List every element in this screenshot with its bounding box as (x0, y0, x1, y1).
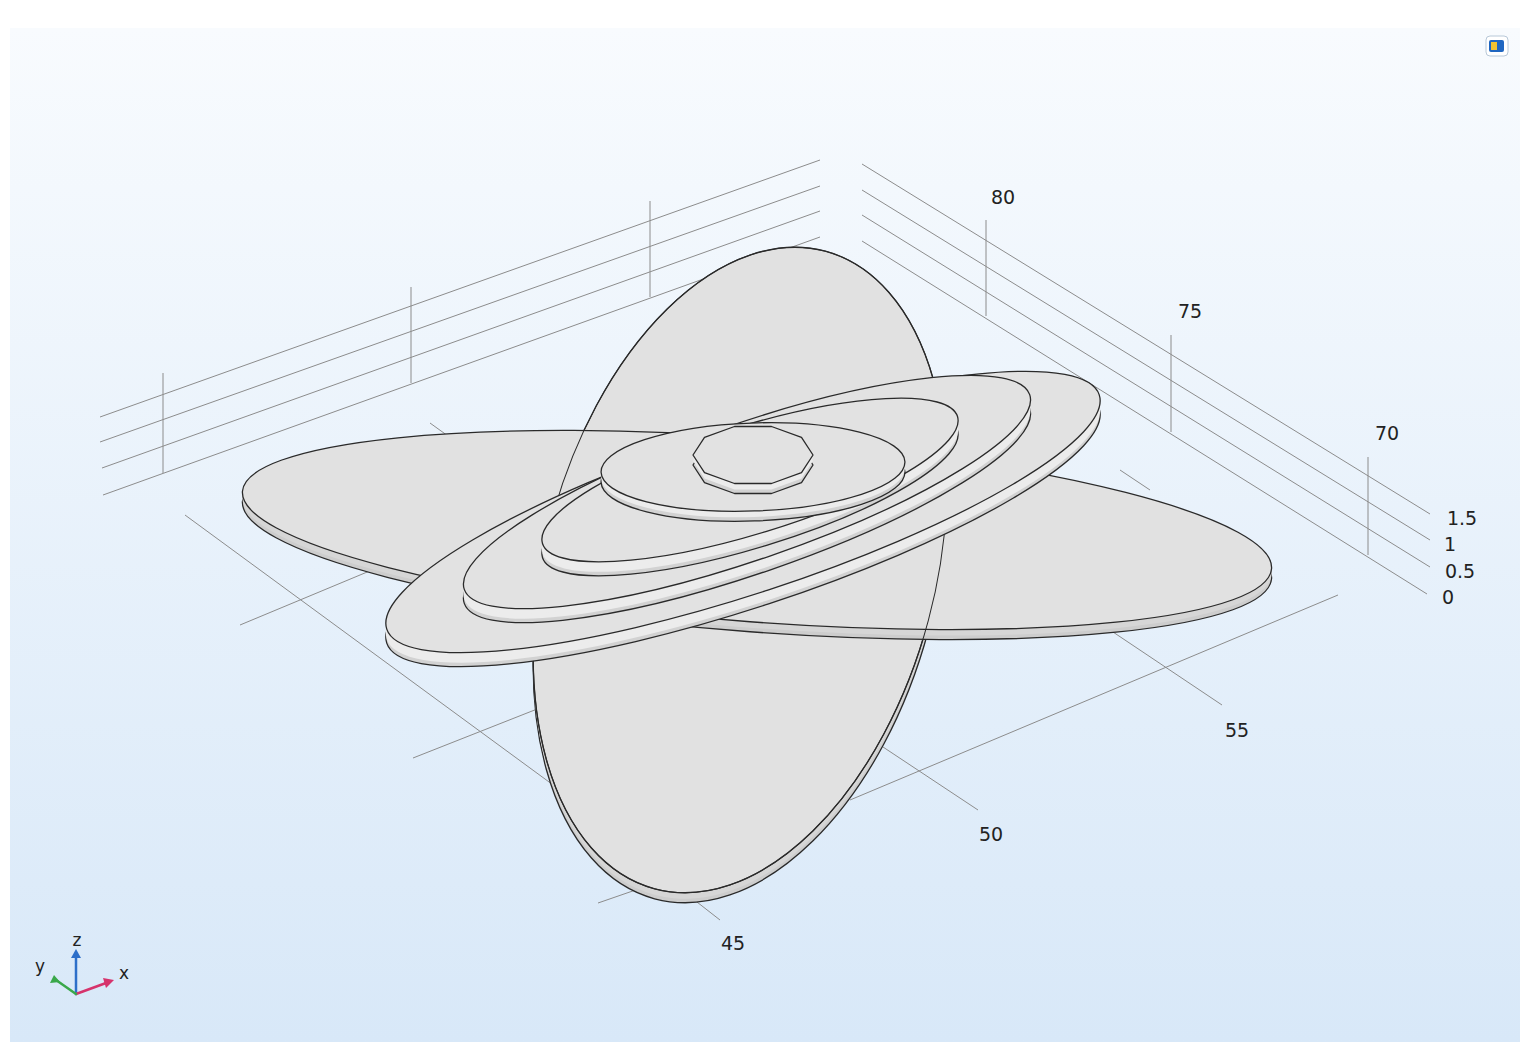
x-axis-head (103, 978, 114, 988)
grid-line (163, 373, 164, 473)
axis-tick-label: 1.5 (1447, 509, 1477, 528)
axis-tick-label: 0.5 (1445, 562, 1475, 581)
layer-top (361, 317, 1125, 707)
layer-side (361, 327, 1125, 717)
axis-tick-label: 45 (721, 934, 745, 953)
decagon-top (693, 427, 813, 484)
axis-tick-label: 75 (1178, 302, 1202, 321)
layer-side (361, 331, 1125, 721)
x-axis-arrow (76, 983, 106, 994)
axis-triad-label: y (35, 958, 45, 975)
layer-top (527, 365, 974, 595)
ring-layer-4 (600, 418, 907, 527)
ring-layer-1 (361, 317, 1125, 721)
axis-triad-label: z (73, 932, 82, 949)
grid-line (1120, 470, 1150, 490)
z-axis-head (71, 949, 81, 958)
axis-tick-label: 0 (1442, 588, 1454, 607)
grid-line (1368, 457, 1369, 555)
axis-triad-label: x (119, 965, 129, 982)
grid-line (1171, 335, 1172, 432)
horizontal-petal (236, 201, 1279, 939)
geometry-model (236, 201, 1279, 949)
layer-top (442, 330, 1052, 653)
z-axis-arrow (75, 956, 78, 994)
grid-line (986, 220, 987, 316)
grid-line (650, 201, 651, 297)
ring-layer-3 (527, 365, 974, 609)
ring-layer-2 (442, 330, 1052, 667)
layer-side (361, 322, 1125, 712)
center-decagon (693, 427, 813, 494)
grid-line (411, 287, 412, 383)
axis-tick-label: 1 (1444, 535, 1456, 554)
layer-top (600, 418, 907, 517)
axis-tick-label: 70 (1375, 424, 1399, 443)
axis-tick-label: 50 (979, 825, 1003, 844)
icon-frame (1486, 36, 1508, 56)
grid-line (1110, 630, 1222, 705)
background (10, 28, 1520, 1042)
icon-mark (1491, 42, 1497, 50)
grid-line (880, 745, 978, 810)
icon-body (1489, 40, 1504, 52)
axis-tick-label: 80 (991, 188, 1015, 207)
app-icon (1486, 36, 1508, 56)
y-axis-head (50, 975, 60, 983)
axis-tick-label: 55 (1225, 721, 1249, 740)
axis-triad (50, 949, 114, 994)
